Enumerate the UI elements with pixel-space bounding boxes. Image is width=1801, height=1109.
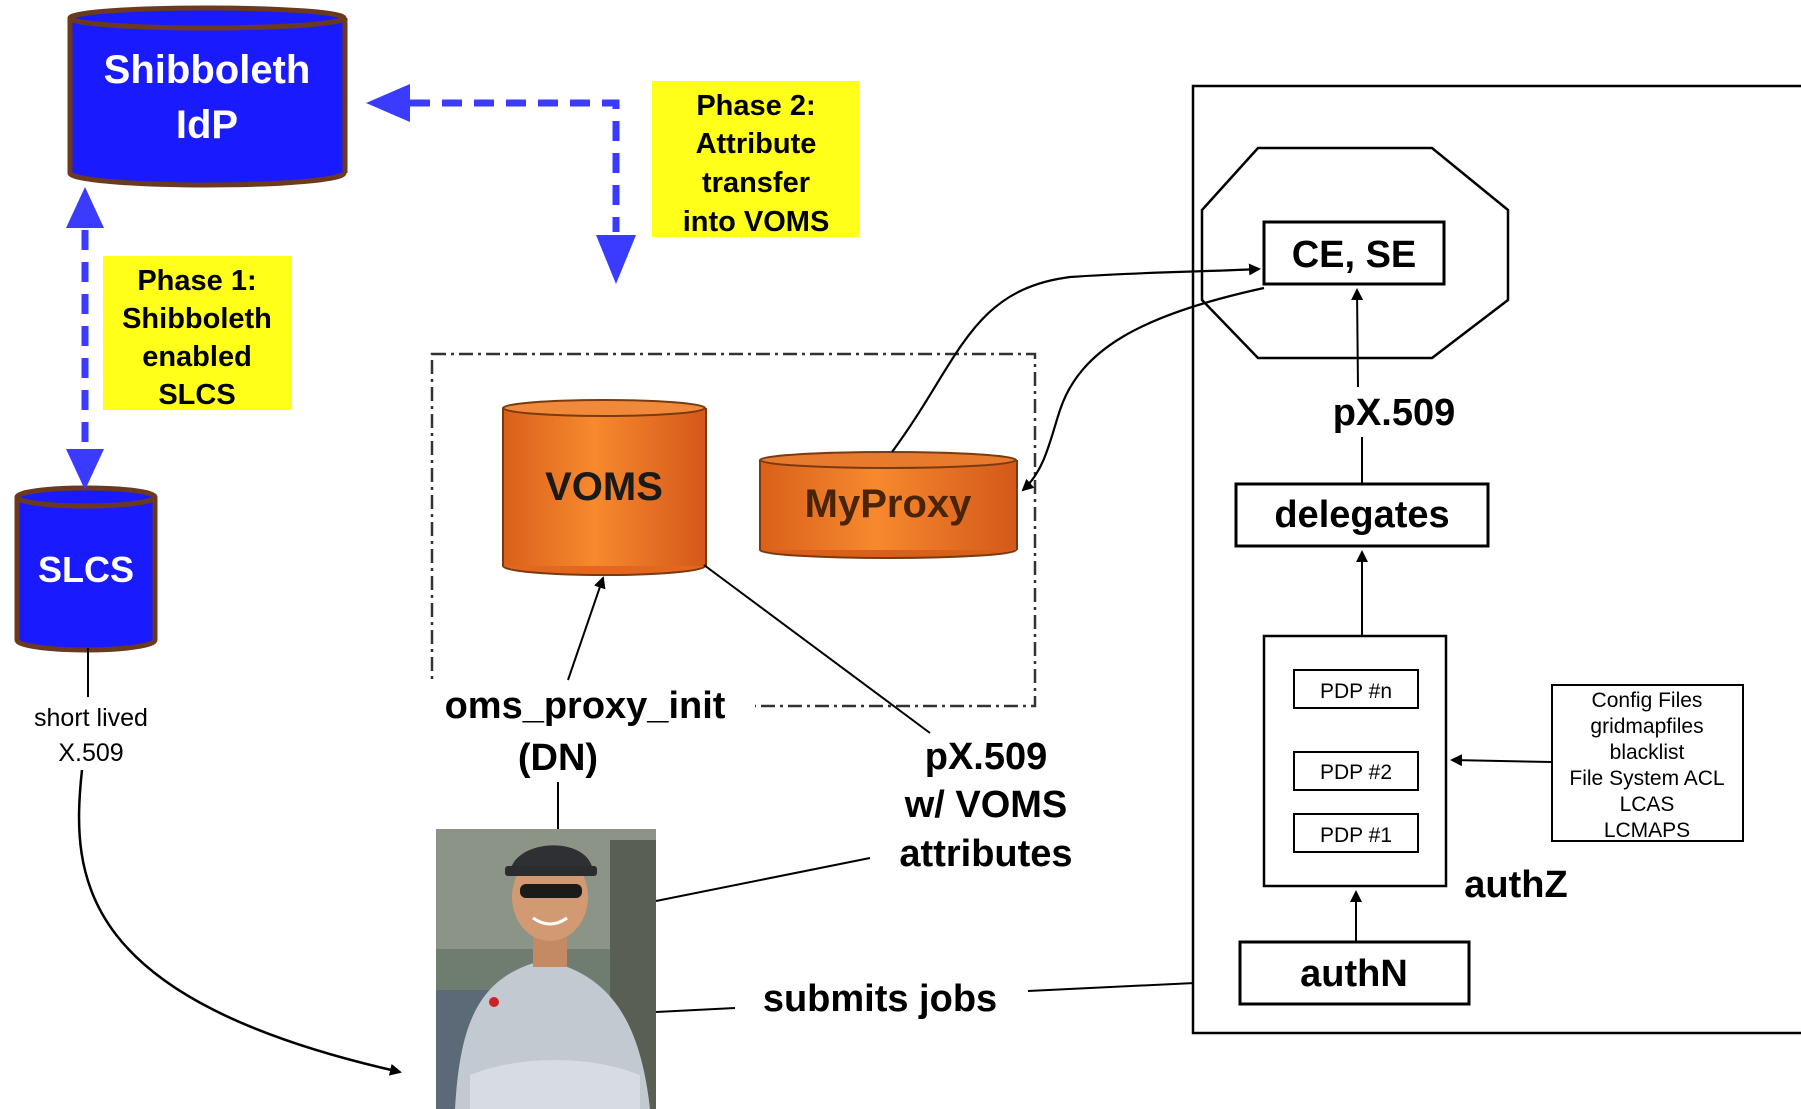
delegates-box bbox=[1234, 482, 1490, 548]
myproxy-cylinder: MyProxy bbox=[759, 451, 1018, 559]
short-lived-line1: short lived bbox=[34, 704, 148, 732]
phase2-line: transfer bbox=[702, 167, 810, 199]
idp-label-line1: Shibboleth bbox=[104, 48, 311, 92]
config-line: gridmapfiles bbox=[1590, 715, 1703, 738]
px509-right-label: pX.509 bbox=[1333, 392, 1456, 434]
arrow-up-head bbox=[66, 187, 104, 228]
phase1-line: SLCS bbox=[158, 379, 235, 411]
config-line: File System ACL bbox=[1569, 767, 1724, 790]
shibboleth-idp-cylinder: Shibboleth IdP bbox=[67, 5, 348, 188]
ce-se-label: CE, SE bbox=[1292, 234, 1417, 276]
voms-label: VOMS bbox=[545, 465, 663, 509]
px509-voms-line2: w/ VOMS bbox=[904, 784, 1068, 826]
short-lived-line2: X.509 bbox=[58, 739, 123, 767]
phase1-note: Phase 1: Shibboleth enabled SLCS bbox=[103, 256, 292, 411]
config-line: Config Files bbox=[1592, 689, 1703, 712]
myproxy-label: MyProxy bbox=[805, 482, 972, 526]
submits-jobs-label: submits jobs bbox=[763, 978, 997, 1020]
config-line: blacklist bbox=[1610, 741, 1685, 764]
user-to-px509-line bbox=[655, 857, 871, 902]
pdp-1-label: PDP #1 bbox=[1320, 824, 1392, 847]
phase2-line: Phase 2: bbox=[696, 90, 815, 122]
idp-label-line2: IdP bbox=[176, 103, 238, 147]
ce-se-box bbox=[1262, 220, 1446, 286]
voms-to-px509-line bbox=[703, 564, 931, 734]
proxy-init-line1: oms_proxy_init bbox=[445, 685, 726, 727]
authn-label: authN bbox=[1300, 953, 1408, 995]
voms-cylinder: VOMS bbox=[502, 399, 707, 576]
config-line: LCMAPS bbox=[1604, 819, 1690, 842]
arrow-down-head bbox=[596, 235, 636, 284]
pdp-n-label: PDP #n bbox=[1320, 680, 1392, 703]
certificate-to-user-arrow bbox=[77, 769, 402, 1076]
px509-voms-line3: attributes bbox=[899, 833, 1072, 875]
slcs-cylinder: SLCS bbox=[14, 485, 158, 653]
arrow-left-head bbox=[366, 84, 410, 122]
phase1-double-arrow bbox=[66, 187, 104, 490]
authn-box bbox=[1238, 940, 1471, 1006]
pdp-2-label: PDP #2 bbox=[1320, 761, 1392, 784]
phase2-line: Attribute bbox=[696, 128, 817, 160]
phase2-line: into VOMS bbox=[683, 206, 830, 238]
phase1-line: Shibboleth bbox=[122, 303, 272, 335]
ce-to-myproxy-arrow bbox=[1021, 286, 1265, 492]
site-octagon bbox=[1200, 146, 1510, 360]
arrow-down-head bbox=[66, 449, 104, 490]
phase2-note: Phase 2: Attribute transfer into VOMS bbox=[652, 81, 859, 238]
px509-to-ce-arrow bbox=[1351, 288, 1364, 388]
proxy-init-backdrop bbox=[405, 680, 755, 790]
delegates-label: delegates bbox=[1274, 494, 1449, 536]
proxy-init-line2: (DN) bbox=[518, 737, 598, 779]
user-to-submits-line bbox=[655, 1007, 736, 1013]
user-photo bbox=[436, 829, 656, 1109]
phase2-arrow bbox=[366, 84, 636, 284]
slcs-label: SLCS bbox=[38, 549, 134, 590]
pdp-2-box bbox=[1293, 751, 1419, 791]
phase1-line: enabled bbox=[142, 341, 252, 373]
pdp-n-box bbox=[1293, 669, 1419, 709]
proxy-init-to-voms-arrow bbox=[567, 576, 606, 681]
myproxy-to-ce-arrow bbox=[891, 263, 1261, 453]
pdp-1-box bbox=[1293, 813, 1419, 853]
config-files-box bbox=[1551, 684, 1744, 842]
authz-label: authZ bbox=[1464, 864, 1567, 906]
config-line: LCAS bbox=[1620, 793, 1675, 816]
px509-voms-line1: pX.509 bbox=[925, 736, 1048, 778]
phase1-line: Phase 1: bbox=[137, 265, 256, 297]
config-to-authz-arrow bbox=[1450, 754, 1553, 767]
